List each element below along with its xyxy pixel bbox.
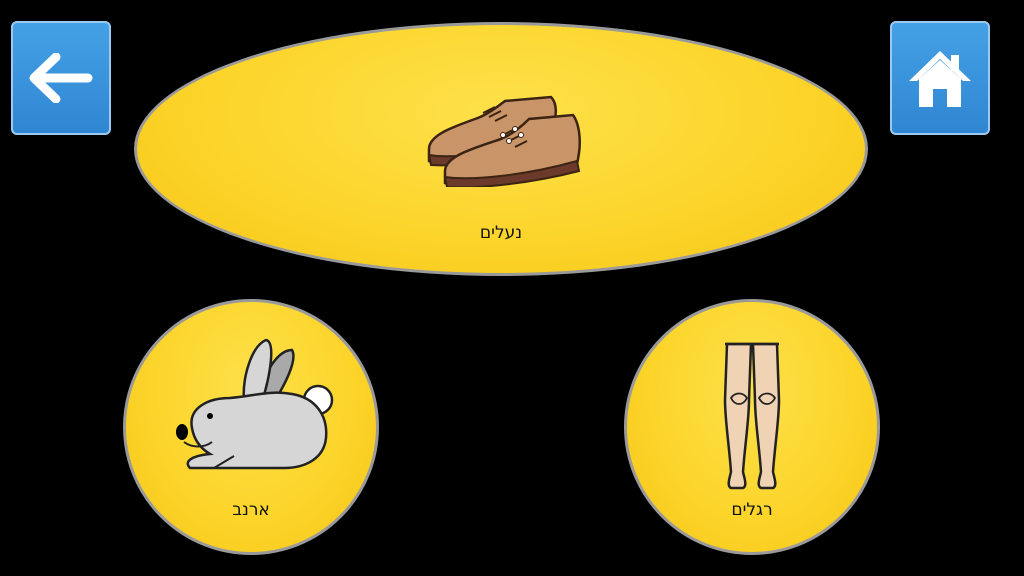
legs-icon [723,342,781,490]
choice-rabbit[interactable]: ארנב [123,299,379,555]
choice-label: רגלים [731,500,773,520]
shoes-icon [427,95,581,187]
home-button[interactable] [890,21,990,135]
choice-label: נעלים [479,223,523,243]
rabbit-icon [176,338,334,470]
home-icon [909,51,971,107]
left-arrow-icon [29,53,93,103]
choice-label: ארנב [232,500,270,520]
choice-legs[interactable]: רגלים [624,299,880,555]
back-button[interactable] [11,21,111,135]
choice-shoes[interactable]: נעלים [134,22,868,276]
